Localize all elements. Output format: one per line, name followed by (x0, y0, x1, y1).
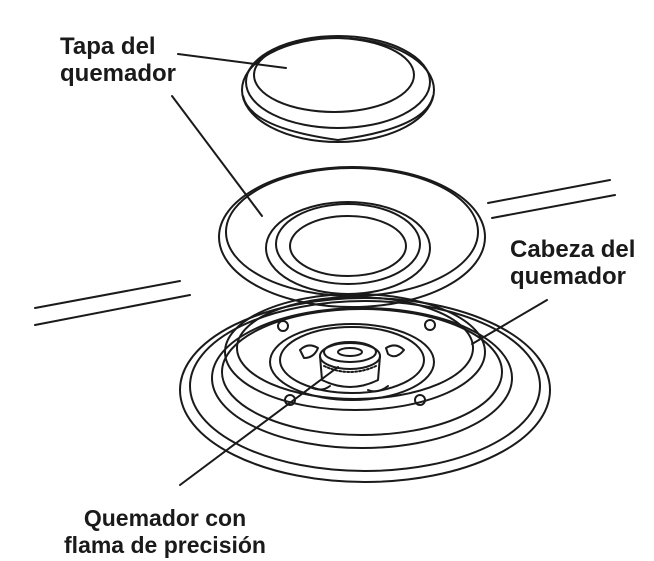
cooktop-surface-lines (34, 179, 616, 326)
label-burner-cap-line2: quemador (60, 60, 177, 87)
leader-lines (171, 53, 548, 486)
leader-line-burner (179, 366, 339, 486)
leader-line-ring (171, 95, 263, 217)
label-precision-burner: Quemador con flama de precisión (0, 505, 330, 559)
leader-line-head (471, 299, 548, 345)
label-burner-cap: Tapa del quemador (60, 33, 176, 87)
precision-flame-burner (319, 341, 381, 388)
label-burner-head: Cabeza del quemador (510, 236, 635, 290)
label-precision-burner-line1: Quemador con (83, 505, 247, 531)
label-burner-head-line2: quemador (510, 263, 627, 290)
burner-ring (218, 166, 486, 308)
burner-cap (241, 35, 435, 143)
leader-line-cap (177, 53, 287, 69)
label-burner-cap-line1: Tapa del (60, 33, 156, 60)
label-burner-head-line1: Cabeza del (510, 236, 636, 263)
burner-base (179, 297, 551, 483)
label-precision-burner-line2: flama de precisión (64, 532, 266, 558)
burner-head (224, 293, 486, 411)
